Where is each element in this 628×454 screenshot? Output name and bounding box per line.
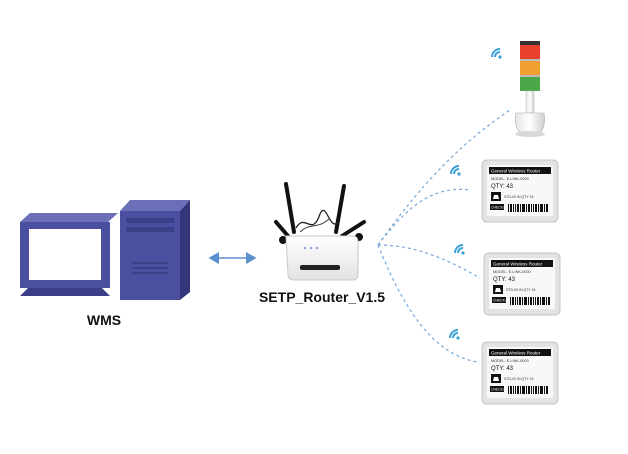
link-to-tower-light <box>377 109 511 246</box>
barcode-icon <box>508 204 548 212</box>
cart-icon <box>491 192 501 201</box>
screen <box>29 229 101 280</box>
tower-light-icon <box>515 41 545 137</box>
cart-icon <box>491 374 501 383</box>
tag-line: STD-00 IN QTY 15 <box>504 195 534 199</box>
router-label: SETP_Router_V1.5 <box>259 289 385 305</box>
wifi-icon <box>449 329 460 340</box>
esl-tag-icon: General Wireless Router MODEL: E-LINK-00… <box>481 341 559 405</box>
esl-tag-icon: General Wireless Router MODEL: E-LINK-00… <box>483 252 561 316</box>
link-to-tag-2 <box>377 244 481 279</box>
tag-header: General Wireless Router <box>491 169 541 174</box>
barcode-icon <box>508 386 548 394</box>
tag-button: CHECK ▶ <box>491 388 507 392</box>
wifi-icon <box>450 165 461 176</box>
tag-qty: QTY: 43 <box>491 366 514 372</box>
barcode-icon <box>510 297 550 305</box>
wms-label: WMS <box>87 312 121 328</box>
wifi-icon <box>454 244 465 255</box>
esl-tag-icon: General Wireless Router MODEL: E-LINK-00… <box>481 159 559 223</box>
tag-qty: QTY: 43 <box>493 277 516 283</box>
link-to-tag-3 <box>377 244 479 363</box>
tag-model: MODEL: E-LINK-0000 <box>493 270 531 274</box>
tag-qty: QTY: 43 <box>491 184 514 190</box>
tag-model: MODEL: E-LINK-0000 <box>491 359 529 363</box>
tag-line: STD-00 IN QTY 15 <box>504 377 534 381</box>
tag-header: General Wireless Router <box>493 262 543 267</box>
link-to-tag-1 <box>377 188 471 246</box>
router-icon <box>274 182 366 281</box>
tag-model: MODEL: E-LINK-0000 <box>491 177 529 181</box>
cart-icon <box>493 285 503 294</box>
tag-button: CHECK ▶ <box>491 206 507 210</box>
tag-button: CHECK ▶ <box>493 299 509 303</box>
wifi-icon <box>491 48 502 59</box>
wireless-links <box>377 109 511 363</box>
computer-icon <box>20 200 190 300</box>
tag-header: General Wireless Router <box>491 351 541 356</box>
tag-line: STD-00 IN QTY 15 <box>506 288 536 292</box>
